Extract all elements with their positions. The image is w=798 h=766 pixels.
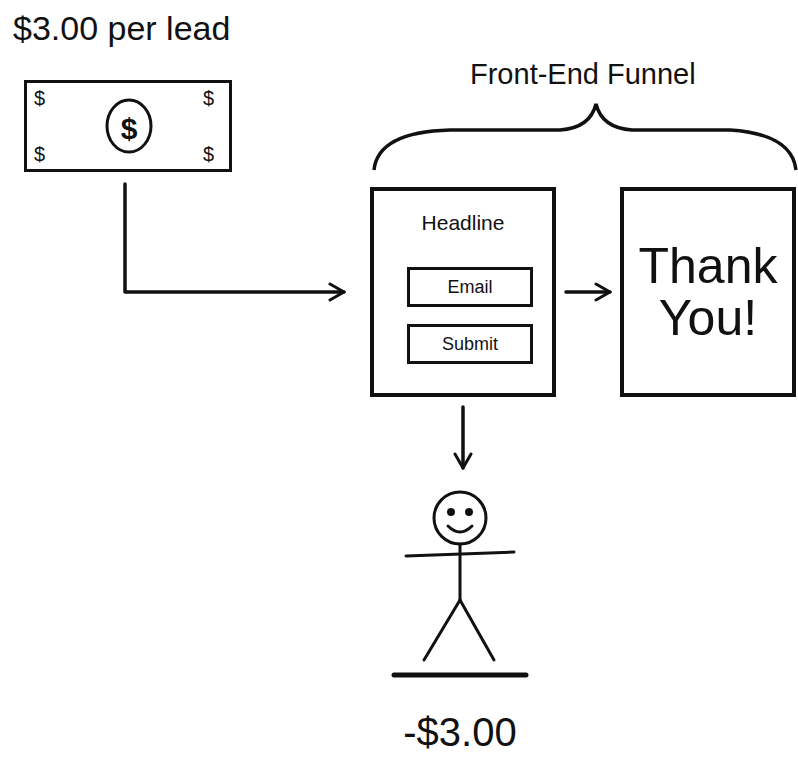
field-label: Email [410,270,530,304]
flow-arrow [566,290,610,294]
funnel-brace [374,104,796,170]
thank-you-page: Thank You! [620,187,796,397]
flow-arrow [461,407,465,468]
lead-cost: -$3.00 [360,710,560,755]
thank-you-text: Thank You! [624,191,792,393]
dollar-sign: $ [117,112,141,146]
dollar-sign: $ [34,143,45,166]
dollar-sign: $ [203,143,214,166]
headline-text: Headline [374,211,552,235]
dollar-sign: $ [34,87,45,110]
landing-page: HeadlineEmailSubmit [370,187,556,397]
stick-figure [406,492,514,660]
email-field: Email [407,267,533,307]
cost-heading: $3.00 per lead [13,9,230,48]
lead-person: -$3.00 [390,478,530,678]
flow-arrow [125,184,344,292]
bill-oval [107,100,151,152]
dollar-sign: $ [203,87,214,110]
ground-line [394,673,526,678]
funnel-label: Front-End Funnel [470,58,696,91]
button-label: Submit [410,327,530,361]
submit-button: Submit [407,324,533,364]
money-bill: $3.00 per lead$$$$$ [24,80,232,172]
